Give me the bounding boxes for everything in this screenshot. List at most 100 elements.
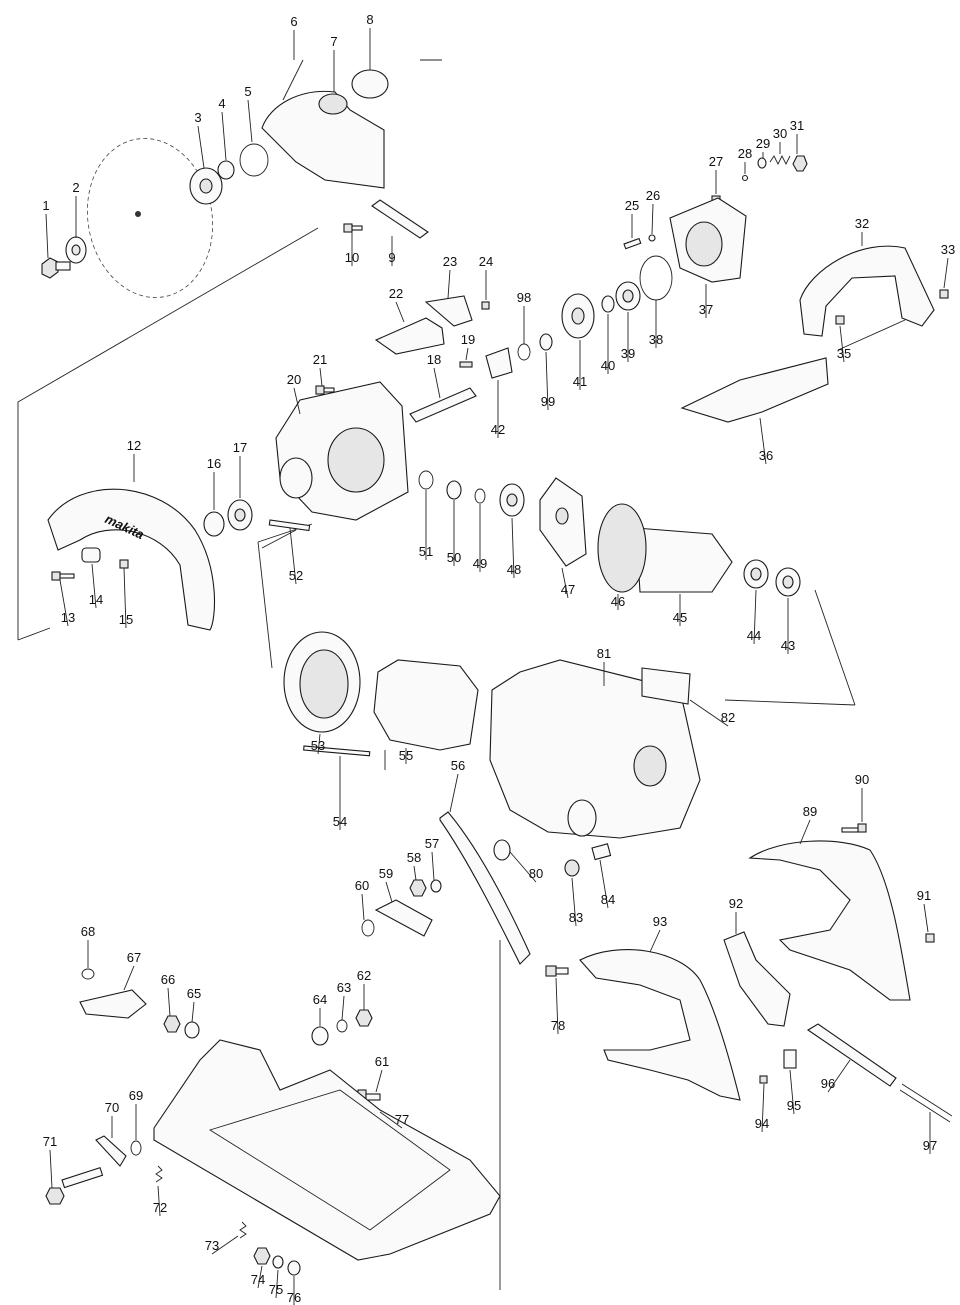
- leader-lines: [45, 28, 949, 1305]
- part-number-73: 73: [205, 1238, 219, 1253]
- part-number-55: 55: [399, 748, 413, 763]
- brush-cap-part-83: [564, 859, 580, 877]
- part-number-15: 15: [119, 612, 133, 627]
- part-number-97: 97: [923, 1138, 937, 1153]
- part-number-76: 76: [287, 1290, 301, 1305]
- fan-guide-part-53: [283, 631, 361, 733]
- outer-flange-part-2: [65, 236, 87, 264]
- leader-line-60: [361, 893, 365, 921]
- part-number-24: 24: [479, 254, 493, 269]
- part-number-14: 14: [89, 592, 103, 607]
- ring-part-49: [474, 488, 486, 504]
- leader-line-93: [649, 929, 661, 953]
- part-42: [485, 347, 513, 379]
- base-plate-part-77: [153, 1039, 501, 1261]
- part-number-63: 63: [337, 980, 351, 995]
- part-number-57: 57: [425, 836, 439, 851]
- o-ring-part-26: [648, 234, 656, 242]
- strain-relief-part-96: [806, 1023, 897, 1087]
- screw-part-13: [51, 571, 75, 581]
- nut-part-66: [163, 1015, 181, 1033]
- part-number-92: 92: [729, 896, 743, 911]
- part-number-8: 8: [366, 12, 373, 27]
- leader-line-14: [91, 563, 97, 609]
- leader-line-74: [257, 1265, 263, 1289]
- part-number-35: 35: [837, 346, 851, 361]
- part-number-95: 95: [787, 1098, 801, 1113]
- part-number-25: 25: [625, 198, 639, 213]
- bracket-part-59: [374, 899, 433, 937]
- bearing-part-43: [775, 567, 801, 597]
- part-number-42: 42: [491, 422, 505, 437]
- part-number-37: 37: [699, 302, 713, 317]
- leader-line-22: [395, 301, 405, 323]
- saw-blade: [86, 138, 214, 298]
- part-number-49: 49: [473, 556, 487, 571]
- nut-part-74: [253, 1247, 271, 1265]
- part-number-53: 53: [311, 738, 325, 753]
- part-number-62: 62: [357, 968, 371, 983]
- leader-line-95: [789, 1069, 795, 1115]
- leader-line-44: [753, 589, 757, 645]
- fan-part-46: [597, 503, 647, 593]
- part-number-65: 65: [187, 986, 201, 1001]
- leader-line-5: [247, 99, 253, 143]
- part-number-54: 54: [333, 814, 347, 829]
- inner-flange-part-3: [189, 167, 223, 205]
- spring-part-72: [155, 1165, 163, 1183]
- switch-part-92: [723, 931, 791, 1027]
- ring-part-69: [130, 1140, 142, 1156]
- part-number-31: 31: [790, 118, 804, 133]
- part-number-23: 23: [443, 254, 457, 269]
- part-number-30: 30: [773, 126, 787, 141]
- part-number-69: 69: [129, 1088, 143, 1103]
- part-number-21: 21: [313, 352, 327, 367]
- power-cord-part-97: [899, 1083, 953, 1123]
- part-number-20: 20: [287, 372, 301, 387]
- part-number-94: 94: [755, 1116, 769, 1131]
- part-number-44: 44: [747, 628, 761, 643]
- leader-line-63: [341, 995, 345, 1021]
- leader-line-99: [545, 351, 549, 411]
- leader-line-57: [431, 851, 435, 881]
- field-part-55: [373, 659, 479, 751]
- part-number-28: 28: [738, 146, 752, 161]
- part-number-43: 43: [781, 638, 795, 653]
- carbon-brush-part-84: [591, 843, 612, 861]
- screw-part-91: [925, 933, 935, 943]
- bolt-part-71: [45, 1166, 104, 1205]
- washer-part-29: [757, 157, 767, 169]
- leader-line-77: [379, 1111, 403, 1129]
- part-number-41: 41: [573, 374, 587, 389]
- retaining-ring-part-5: [239, 143, 269, 177]
- bearing-box-part-37: [669, 197, 747, 283]
- screw-part-33: [939, 289, 949, 299]
- leader-line-72: [157, 1185, 161, 1217]
- leader-line-89: [799, 819, 811, 845]
- ring-part-16: [203, 511, 225, 537]
- bearing-part-17: [227, 499, 253, 531]
- upper-blade-guard-part-7: [261, 90, 385, 189]
- part-number-6: 6: [290, 14, 297, 29]
- part-number-77: 77: [395, 1112, 409, 1127]
- part-number-7: 7: [330, 34, 337, 49]
- leader-line-84: [599, 859, 609, 909]
- part-number-96: 96: [821, 1076, 835, 1091]
- leader-line-33: [943, 257, 949, 289]
- lever-part-70: [95, 1135, 127, 1167]
- part-number-89: 89: [803, 804, 817, 819]
- part-number-58: 58: [407, 850, 421, 865]
- screw-part-78: [545, 965, 569, 977]
- leader-line-58: [413, 865, 417, 881]
- lever-part-23: [424, 295, 473, 327]
- washer-part-76: [287, 1260, 301, 1276]
- washer-part-80: [493, 839, 511, 861]
- part-number-80: 80: [529, 866, 543, 881]
- lock-button-part-22: [374, 317, 445, 355]
- part-number-48: 48: [507, 562, 521, 577]
- ring-part-8: [351, 69, 389, 99]
- bearing-part-48: [499, 483, 525, 517]
- gear-part-41: [561, 293, 595, 339]
- part-number-32: 32: [855, 216, 869, 231]
- part-number-38: 38: [649, 332, 663, 347]
